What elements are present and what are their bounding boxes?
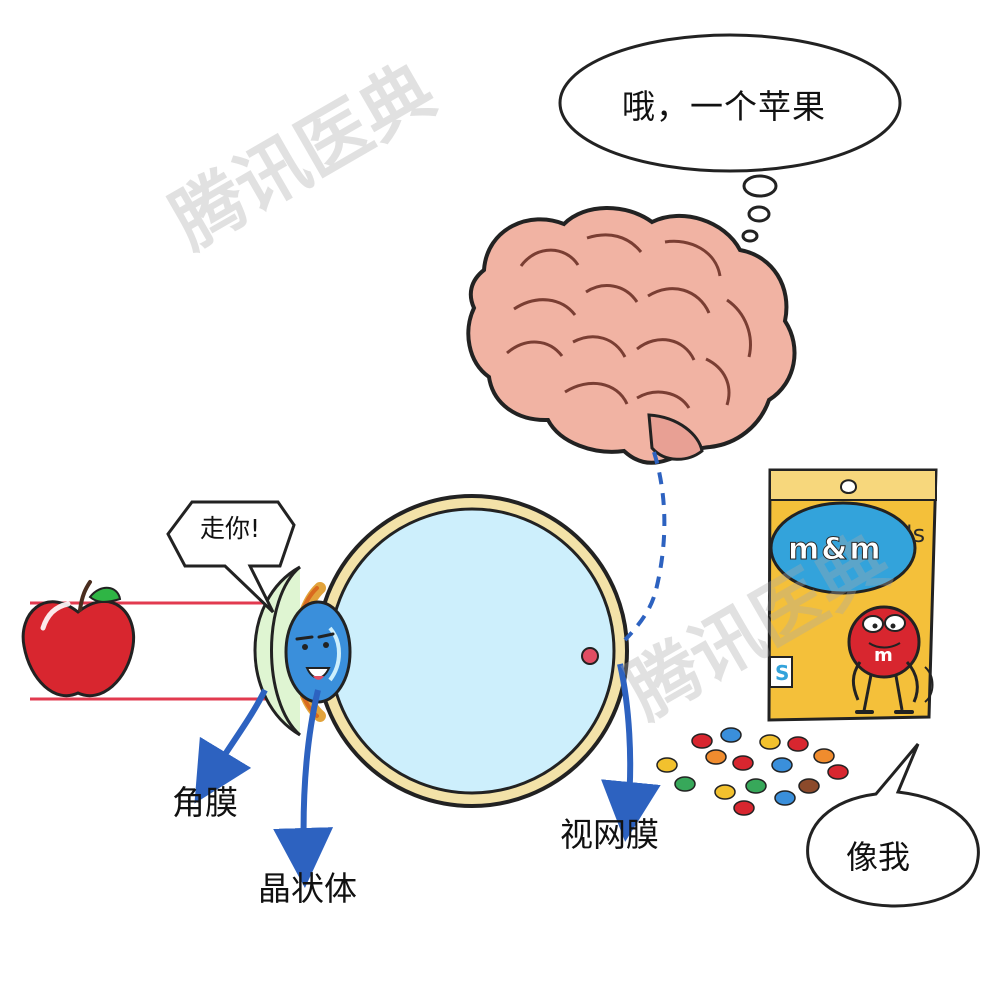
candy-speech-text: 像我 [846, 838, 911, 876]
label-arrows [194, 663, 661, 888]
candy-pieces [656, 727, 849, 816]
lens-label: 晶状体 [258, 869, 357, 908]
eye-diagram [253, 494, 629, 808]
cornea-label: 角膜 [172, 783, 238, 822]
candy-mascot [847, 605, 921, 714]
candy-speech-bubble [806, 743, 980, 908]
thought-bubble [558, 33, 902, 243]
retina-label: 视网膜 [560, 815, 659, 854]
candy-brand-logo-suffix: 's [906, 520, 926, 548]
brain-icon [466, 206, 797, 465]
lens-speech-text: 走你! [200, 514, 261, 543]
optic-nerve-line [623, 451, 667, 642]
candy-mascot-mark: m [874, 645, 893, 666]
thought-bubble-text: 哦，一个苹果 [622, 87, 826, 126]
candy-side-badge: S [775, 661, 790, 685]
lens-speech-bubble [166, 500, 296, 614]
candy-brand-logo: m&m [788, 532, 883, 568]
apple-icon [21, 580, 136, 698]
